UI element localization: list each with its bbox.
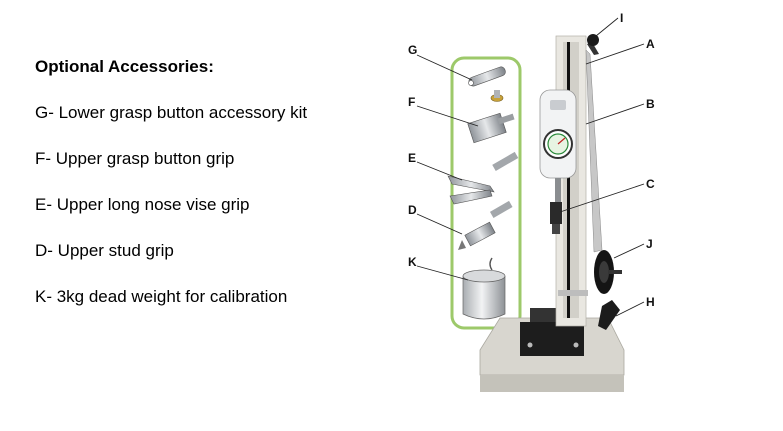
accessories-heading: Optional Accessories: bbox=[35, 57, 214, 76]
callout-lines bbox=[416, 17, 645, 317]
upper-grasp-button-grip bbox=[467, 112, 515, 144]
accessory-frame bbox=[450, 56, 522, 330]
test-stand bbox=[479, 34, 625, 392]
callout-k: K bbox=[408, 255, 417, 269]
callout-b: B bbox=[646, 97, 655, 111]
test-stand-figure: G F E D K I A B C J H bbox=[408, 11, 655, 392]
accessory-item-k: K- 3kg dead weight for calibration bbox=[35, 287, 288, 306]
calibration-dead-weight bbox=[462, 257, 506, 320]
callout-g: G bbox=[408, 43, 417, 57]
lower-grasp-button-kit bbox=[468, 66, 506, 102]
accessory-item-e: E- Upper long nose vise grip bbox=[35, 195, 250, 214]
callout-a: A bbox=[646, 37, 655, 51]
callout-i: I bbox=[620, 11, 623, 25]
long-nose-vise-grip bbox=[447, 151, 519, 205]
upper-stud-grip bbox=[458, 200, 513, 250]
callout-f: F bbox=[408, 95, 415, 109]
callout-h: H bbox=[646, 295, 655, 309]
callout-c: C bbox=[646, 177, 655, 191]
callout-j: J bbox=[646, 237, 653, 251]
accessory-item-g: G- Lower grasp button accessory kit bbox=[35, 103, 308, 122]
accessory-item-f: F- Upper grasp button grip bbox=[35, 149, 235, 168]
callout-e: E bbox=[408, 151, 416, 165]
accessory-item-d: D- Upper stud grip bbox=[35, 241, 174, 260]
callout-d: D bbox=[408, 203, 417, 217]
